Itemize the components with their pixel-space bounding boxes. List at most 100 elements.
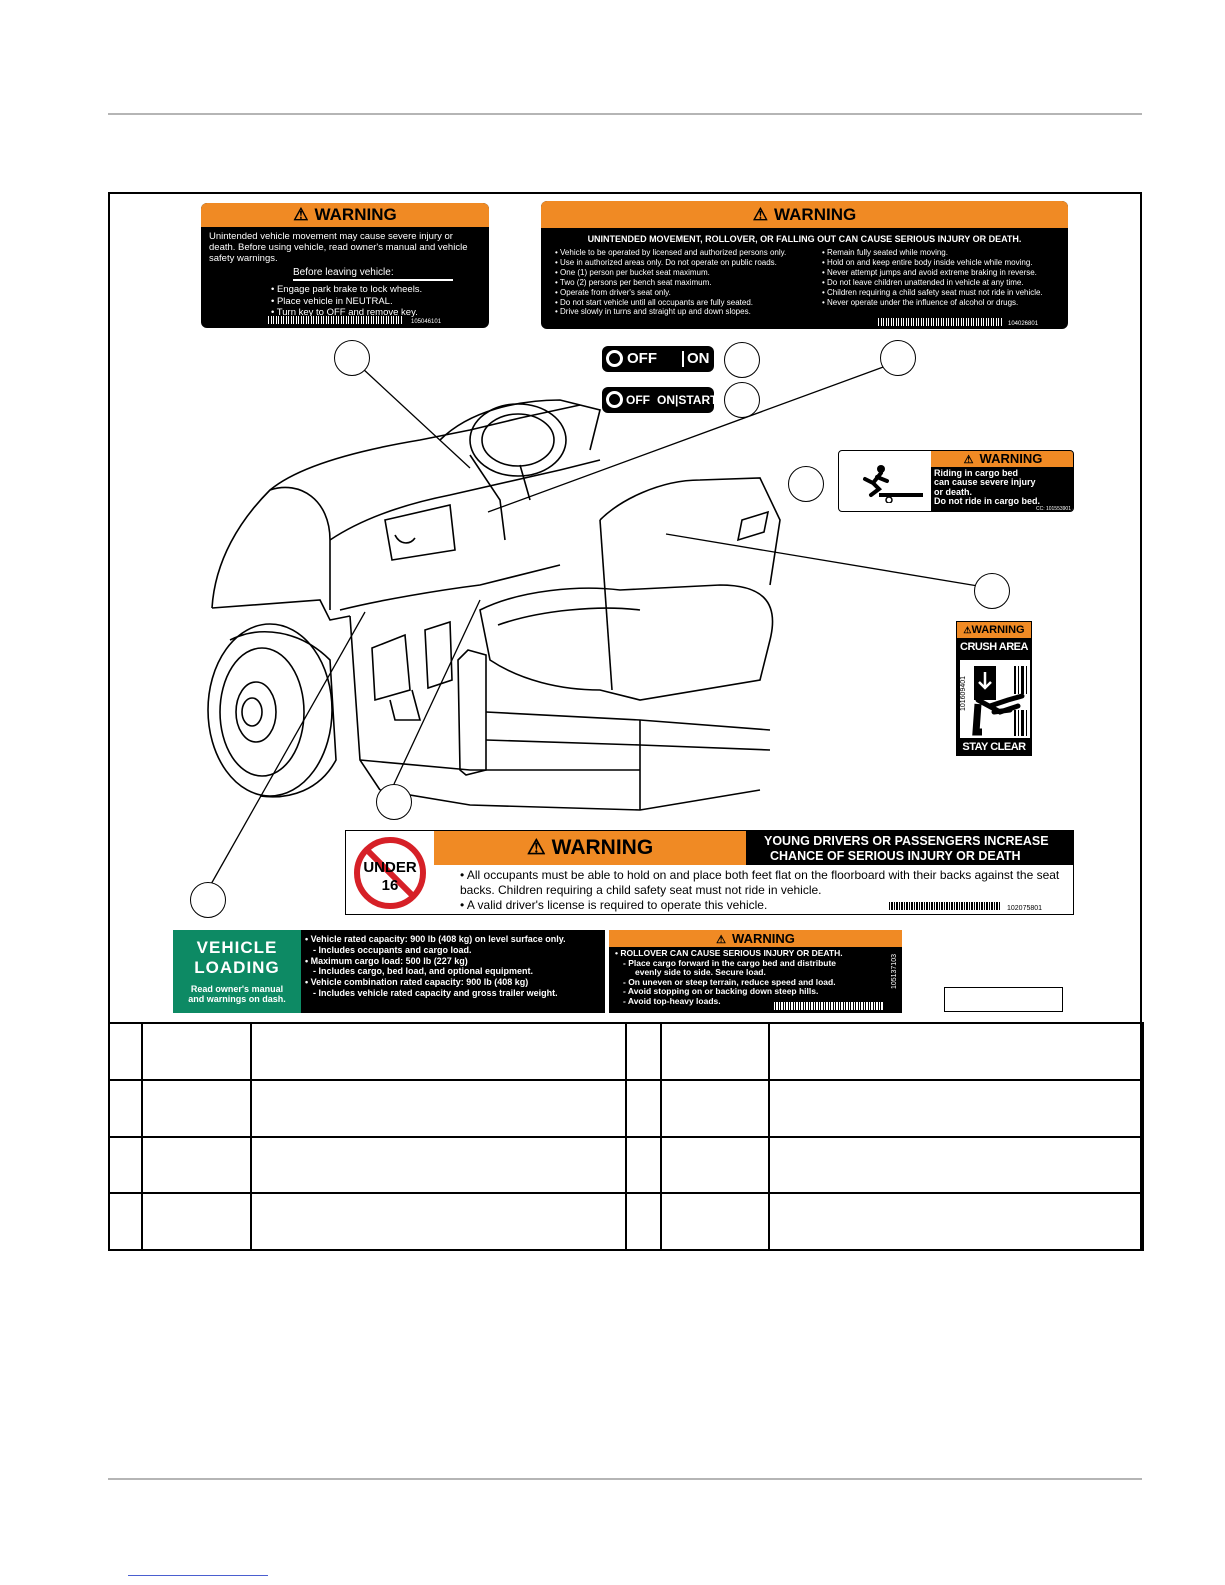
warning-triangle-icon: ⚠	[526, 836, 546, 859]
decal-crush-footer: STAY CLEAR	[962, 741, 1026, 753]
decal-a-bullets: Engage park brake to lock wheels. Place …	[263, 284, 489, 319]
key-switch-decal-off-on: OFF ON	[602, 346, 714, 372]
table-cell	[768, 1078, 1144, 1138]
table-cell	[141, 1022, 252, 1081]
decal-crush-code: 101609401	[960, 675, 968, 712]
decal-cargo-header: WARNING	[979, 451, 1043, 466]
decal-b-right-list: Remain fully seated while moving. Hold o…	[814, 248, 1068, 307]
under-16-badge: UNDER 16	[346, 831, 434, 914]
warning-decal-young-drivers: UNDER 16 ⚠WARNING YOUNG DRIVERS OR PASSE…	[345, 830, 1074, 915]
decal-rollover-line: - On uneven or steep terrain, reduce spe…	[623, 976, 836, 987]
table-cell	[108, 1135, 143, 1195]
table-cell	[768, 1022, 1144, 1081]
vehicle-loading-note-2: and warnings on dash.	[188, 994, 286, 1004]
decal-young-code: 102075801	[1007, 905, 1043, 912]
table-row	[108, 1135, 1144, 1195]
header-rule	[108, 113, 1142, 115]
badge-under-label: UNDER	[363, 859, 417, 876]
part-number-box	[944, 987, 1063, 1012]
decal-b-item: Vehicle to be operated by licensed and a…	[555, 248, 820, 258]
table-cell	[108, 1192, 143, 1251]
barcode	[774, 1002, 884, 1010]
decal-b-item: Never operate under the influence of alc…	[822, 298, 1068, 308]
decal-a-bullet: Turn key to OFF and remove key.	[271, 307, 489, 319]
decal-crush-header: WARNING	[971, 624, 1025, 636]
decal-b-item: Never attempt jumps and avoid extreme br…	[822, 268, 1068, 278]
table-cell	[625, 1022, 662, 1081]
key-off-label: OFF	[627, 350, 657, 367]
callout-circle	[376, 784, 412, 820]
key-circle-icon	[606, 391, 623, 408]
loading-sub: - Includes cargo, bed load, and optional…	[313, 966, 534, 977]
decal-b-item: Do not leave children unattended in vehi…	[822, 278, 1068, 288]
table-cell	[108, 1078, 143, 1138]
warning-triangle-icon: ⚠	[716, 934, 727, 946]
warning-triangle-icon: ⚠	[293, 205, 309, 224]
footer-link[interactable]	[128, 1575, 268, 1576]
decal-rollover-title: • ROLLOVER CAN CAUSE SERIOUS INJURY OR D…	[615, 948, 843, 958]
decal-b-item: Children requiring a child safety seat m…	[822, 288, 1068, 298]
decal-a-intro: Unintended vehicle movement may cause se…	[209, 231, 468, 264]
table-cell	[250, 1078, 627, 1138]
decal-young-bullet: All occupants must be able to hold on an…	[460, 868, 1064, 898]
warning-triangle-icon: ⚠	[963, 454, 974, 466]
table-cell	[768, 1135, 1144, 1195]
table-cell	[660, 1022, 770, 1081]
vehicle-loading-title-2: LOADING	[194, 958, 280, 977]
decal-b-title: UNINTENDED MOVEMENT, ROLLOVER, OR FALLIN…	[587, 234, 1022, 244]
table-cell	[625, 1192, 662, 1251]
callout-circle	[880, 340, 916, 376]
key-divider	[682, 351, 684, 367]
decal-b-item: Remain fully seated while moving.	[822, 248, 1068, 258]
loading-sub: - Includes vehicle rated capacity and gr…	[313, 987, 558, 998]
decal-crush-title: CRUSH AREA	[960, 641, 1028, 653]
callout-circle	[974, 573, 1010, 609]
vehicle-loading-decal: VEHICLE LOADING Read owner's manual and …	[173, 930, 605, 1013]
decal-b-item: Operate from driver's seat only.	[555, 288, 820, 298]
barcode	[889, 902, 1001, 910]
decal-key-table	[108, 1022, 1144, 1251]
loading-sub: - Includes occupants and cargo load.	[313, 944, 472, 955]
loading-item: • Vehicle rated capacity: 900 lb (408 kg…	[305, 934, 566, 944]
table-cell	[108, 1022, 143, 1081]
decal-rollover-line: - Avoid top-heavy loads.	[623, 995, 721, 1006]
vehicle-loading-note-1: Read owner's manual	[190, 984, 284, 994]
decal-a-subhead: Before leaving vehicle:	[293, 267, 453, 281]
callout-circle	[724, 382, 760, 418]
table-row	[108, 1022, 1144, 1081]
vehicle-loading-title-1: VEHICLE	[196, 938, 278, 957]
barcode	[877, 318, 1002, 326]
decal-rollover-line: evenly side to side. Secure load.	[635, 967, 766, 978]
table-cell	[625, 1078, 662, 1138]
loading-item: • Maximum cargo load: 500 lb (227 kg)	[305, 955, 468, 966]
decal-young-bullets: All occupants must be able to hold on an…	[434, 865, 1073, 913]
decal-b-item: Drive slowly in turns and straight up an…	[555, 307, 820, 317]
decal-cargo-line: or death.	[934, 486, 973, 497]
warning-decal-parking: ⚠WARNING Unintended vehicle movement may…	[201, 203, 489, 328]
table-cell	[660, 1192, 770, 1251]
decal-b-header: WARNING	[774, 205, 857, 224]
footer-rule	[108, 1478, 1142, 1480]
decal-b-item: Two (2) persons per bench seat maximum.	[555, 278, 820, 288]
callout-circle	[788, 466, 824, 502]
warning-decal-rollover-main: ⚠WARNING UNINTENDED MOVEMENT, ROLLOVER, …	[541, 201, 1068, 329]
key-switch-decal-off-on-start: OFF ON|START	[602, 387, 714, 413]
decal-cargo-line: Riding in cargo bed	[934, 468, 1019, 478]
key-off-label: OFF	[626, 393, 650, 407]
table-cell	[250, 1022, 627, 1081]
decal-b-item: Hold on and keep entire body inside vehi…	[822, 258, 1068, 268]
decal-rollover-line: - Avoid stopping on or backing down stee…	[623, 986, 819, 997]
decal-b-code: 104026801	[1008, 321, 1039, 327]
table-cell	[768, 1192, 1144, 1251]
barcode	[267, 316, 402, 324]
table-cell	[141, 1135, 252, 1195]
vehicle-loading-panel: VEHICLE LOADING Read owner's manual and …	[173, 930, 301, 1013]
decal-a-bullet: Engage park brake to lock wheels.	[271, 284, 489, 296]
key-on-start-label: ON|START	[657, 393, 714, 407]
table-cell	[625, 1135, 662, 1195]
decal-b-left-list: Vehicle to be operated by licensed and a…	[547, 248, 820, 317]
decal-rollover-header: WARNING	[732, 931, 795, 946]
decal-b-item: One (1) person per bucket seat maximum.	[555, 268, 820, 278]
decal-young-title-2: CHANCE OF SERIOUS INJURY OR DEATH	[770, 849, 1021, 863]
decal-cargo-line: Do not ride in cargo bed.	[934, 496, 1041, 507]
